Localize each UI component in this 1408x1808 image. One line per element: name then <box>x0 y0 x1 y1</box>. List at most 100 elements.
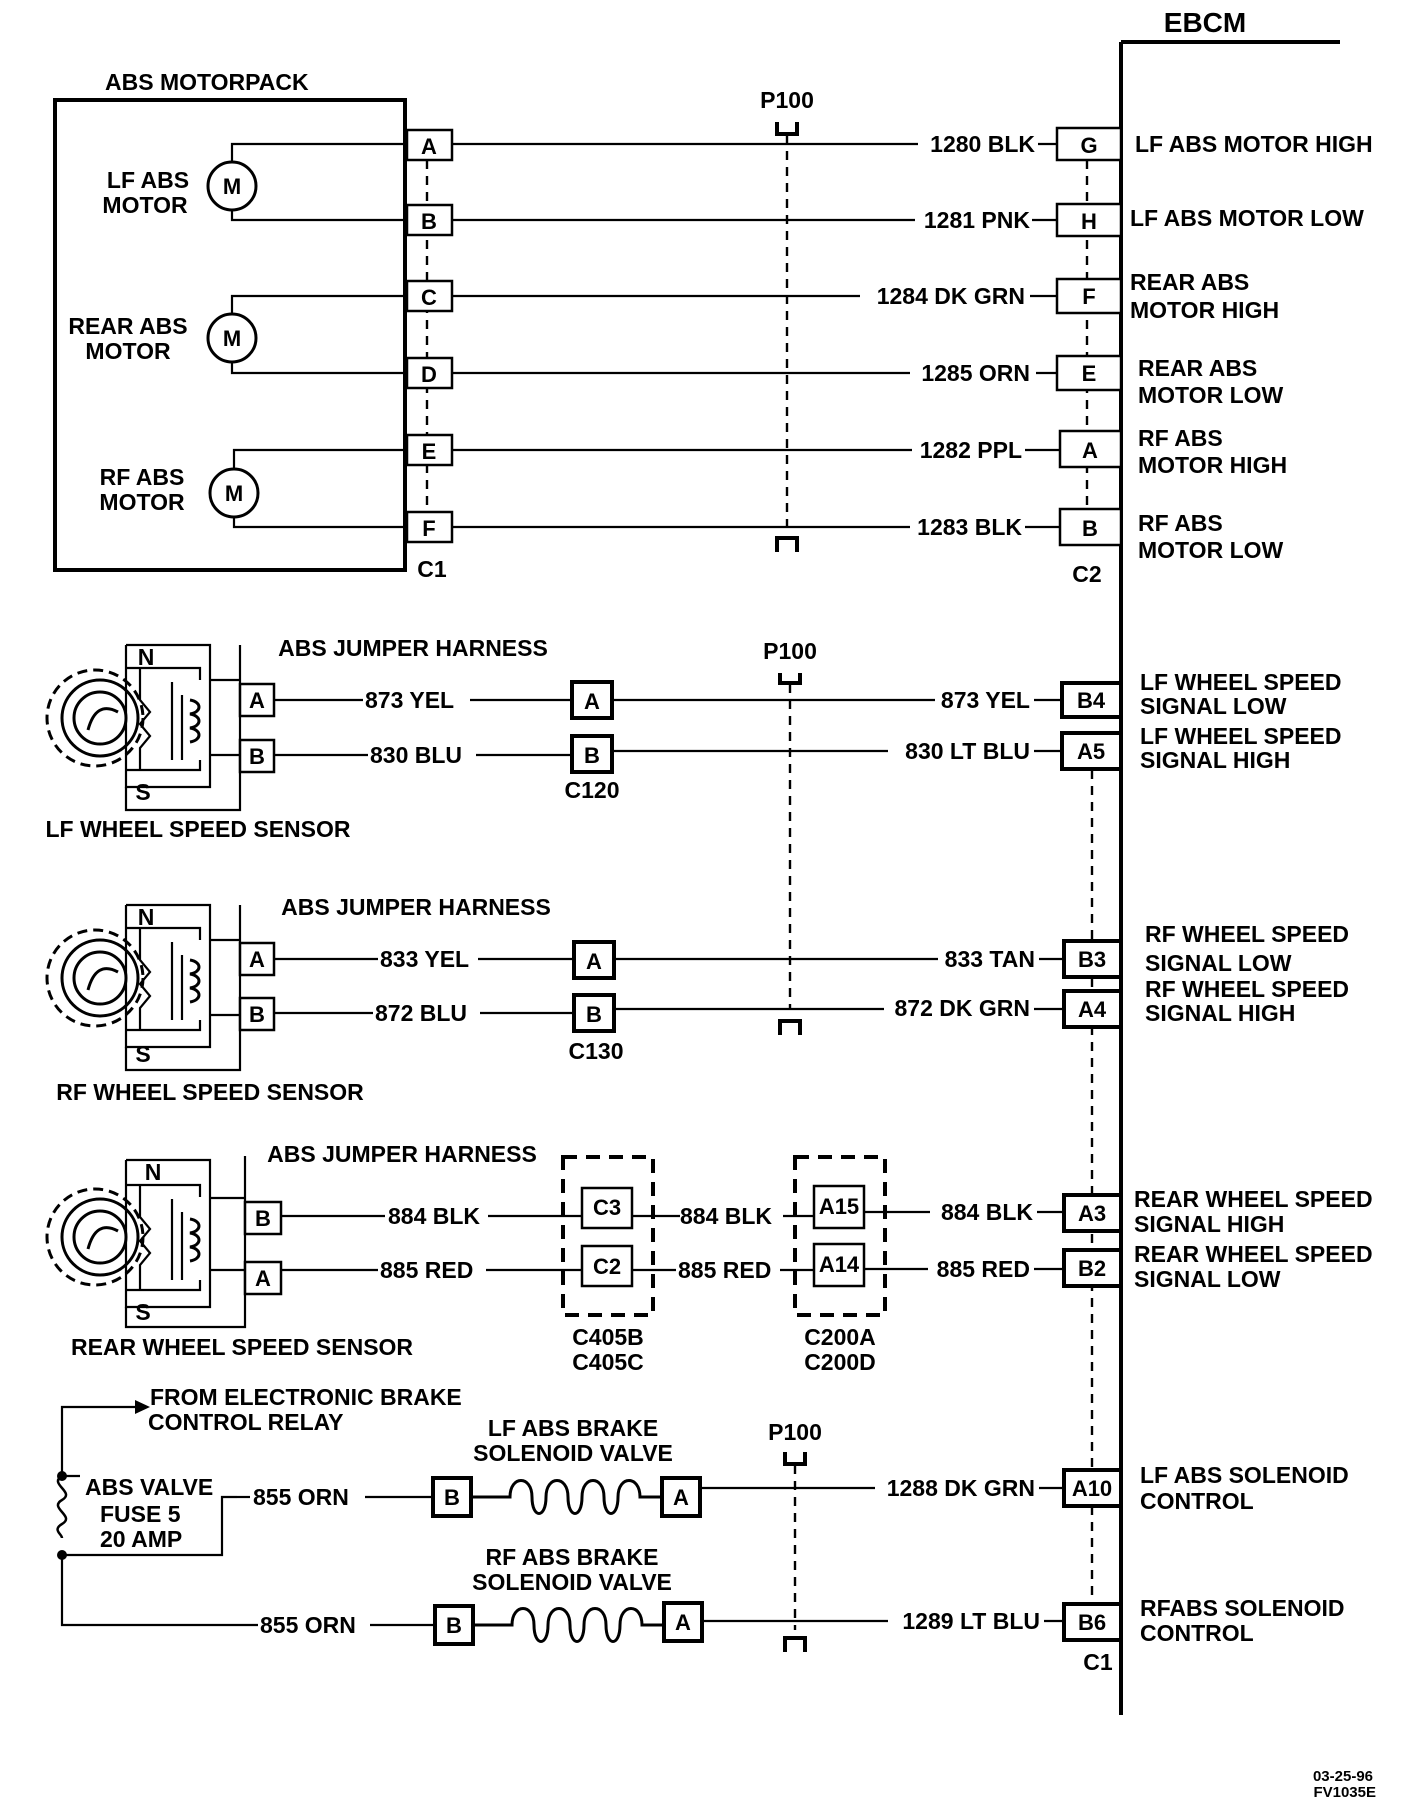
connector-1-label: C405B <box>572 1324 644 1350</box>
harness-pin <box>570 680 614 720</box>
ebcm-pin <box>1058 429 1123 469</box>
fuse-symbol <box>56 1474 68 1539</box>
sensor-housing <box>124 1156 247 1329</box>
wire-label: 1284 DK GRN <box>877 283 1025 309</box>
ebcm-pin-label: B4 <box>1077 688 1106 713</box>
solenoid-pin-b <box>433 1604 475 1646</box>
fuse-label: ABS VALVE <box>85 1474 213 1500</box>
function-label: REAR ABS <box>1138 355 1257 381</box>
connector-2-pin-label: A15 <box>819 1194 859 1219</box>
solenoid-pin-b-label: B <box>444 1485 460 1510</box>
ebcm-pin <box>1062 939 1123 979</box>
sensor-arrow <box>86 707 119 731</box>
sensor-wire <box>126 1280 202 1292</box>
splice-mark <box>775 536 799 552</box>
sensor-name: RF WHEEL SPEED SENSOR <box>56 1079 364 1105</box>
connector-1-pin <box>580 1186 634 1230</box>
function-label-line2: CONTROL <box>1140 1488 1254 1514</box>
wire-label-right: 833 TAN <box>945 946 1035 972</box>
harness-pin <box>570 734 614 774</box>
motorpack-pin-label: A <box>421 134 437 159</box>
rear-wheel-speed-sensor: N S REAR WHEEL SPEED SENSOR <box>45 1156 413 1360</box>
motor-symbol-letter: M <box>223 174 241 199</box>
splice-mark <box>778 1019 802 1035</box>
function-label-line2: SIGNAL LOW <box>1145 950 1292 976</box>
wire-label-left: 885 RED <box>380 1257 473 1283</box>
ebcm-pin <box>1062 1468 1123 1508</box>
ebcm-title: EBCM <box>1164 7 1246 38</box>
sensor-pin-label: A <box>249 947 265 972</box>
sensor-n-label: N <box>138 904 155 930</box>
sensor-pin <box>243 1200 283 1236</box>
solenoid-name-line2: SOLENOID VALVE <box>473 1440 673 1466</box>
ebcm-pin <box>1055 126 1123 162</box>
motorpack-pin-label: D <box>421 362 437 387</box>
wire-label-right: 872 DK GRN <box>895 995 1030 1021</box>
wire-label-mid: 884 BLK <box>680 1203 772 1229</box>
lf-abs-motor: LF ABS MOTOR M <box>102 142 407 222</box>
motor-wire <box>230 207 407 222</box>
function-label: RFABS SOLENOID <box>1140 1595 1344 1621</box>
splice-mark <box>783 1636 807 1652</box>
connector-2-label-line2: C200D <box>804 1349 876 1375</box>
sensor-coil <box>189 698 201 744</box>
wire-label-left: 833 YEL <box>380 946 469 972</box>
ebcm-pin-label: G <box>1080 133 1097 158</box>
solenoid-name: LF ABS BRAKE <box>488 1415 658 1441</box>
ebcm-pin <box>1062 1602 1123 1642</box>
lf-solenoid-coil <box>471 1479 662 1515</box>
solenoid-name-line2: SOLENOID VALVE <box>472 1569 672 1595</box>
lf-wheel-speed-sensor: N S LF WHEEL SPEED SENSOR <box>45 643 351 842</box>
connector-1-pin-label: C3 <box>593 1195 621 1220</box>
sensor-arrow <box>86 967 119 991</box>
connector-2-label: C200A <box>804 1324 876 1350</box>
function-label-line2: SIGNAL HIGH <box>1134 1211 1284 1237</box>
lf-wheel-speed-circuit: N S LF WHEEL SPEED SENSOR ABS JUMPER HAR… <box>45 635 1341 842</box>
relay-source-label-line2: CONTROL RELAY <box>148 1409 344 1435</box>
p100-label: P100 <box>760 87 814 113</box>
function-label-line2: MOTOR HIGH <box>1138 452 1287 478</box>
rear-abs-motor: REAR ABS MOTOR M <box>68 294 407 375</box>
motorpack-pin-label: B <box>421 209 437 234</box>
sensor-housing <box>124 905 242 1072</box>
ebcm-pin <box>1055 202 1123 238</box>
sensor-name: LF WHEEL SPEED SENSOR <box>45 816 350 842</box>
motorpack-pin-label: F <box>422 516 435 541</box>
function-label: LF ABS MOTOR HIGH <box>1135 131 1373 157</box>
rf-wheel-speed-sensor: N S RF WHEEL SPEED SENSOR <box>45 903 364 1105</box>
wire-label-left: 884 BLK <box>388 1203 480 1229</box>
function-label: RF ABS <box>1138 425 1223 451</box>
ebcm-pin <box>1055 354 1123 392</box>
figure-code: FV1035E <box>1313 1784 1376 1801</box>
splice-mark <box>775 122 799 136</box>
motorpack-connector: C1 <box>417 556 447 582</box>
p100-label: P100 <box>763 638 817 664</box>
splice-mark <box>783 1452 807 1466</box>
sensor-wire <box>126 1020 202 1032</box>
ebcm-pin-label: B2 <box>1078 1256 1106 1281</box>
sensor-pin-label: A <box>255 1266 271 1291</box>
sensor-magnet-teeth <box>138 928 152 1030</box>
fuse-label-line3: 20 AMP <box>100 1526 182 1552</box>
sensor-name: REAR WHEEL SPEED SENSOR <box>71 1334 413 1360</box>
harness-pin-label: A <box>586 949 602 974</box>
sensor-pin-label: B <box>255 1206 271 1231</box>
wire-label-left: 872 BLU <box>375 1000 467 1026</box>
motorpack-pin <box>405 279 454 313</box>
sensor-body <box>124 903 212 1049</box>
motor-label-line1: REAR ABS <box>68 313 187 339</box>
motor-symbol-letter: M <box>223 326 241 351</box>
motorpack-title: ABS MOTORPACK <box>105 69 309 95</box>
motorpack-pin-label: E <box>422 439 437 464</box>
solenoid-pin-a-label: A <box>675 1610 691 1635</box>
sensor-n-label: N <box>145 1159 162 1185</box>
motorpack-outline <box>53 98 407 572</box>
sensor-pin <box>238 682 276 718</box>
sensor-tone-wheel <box>60 938 140 1018</box>
connector-2-pin <box>812 1242 866 1288</box>
wire-label-right: 884 BLK <box>941 1199 1033 1225</box>
solenoid-pin-b-label: B <box>446 1613 462 1638</box>
feed-wire-label: 855 ORN <box>253 1484 349 1510</box>
sensor-pin <box>243 1260 283 1296</box>
